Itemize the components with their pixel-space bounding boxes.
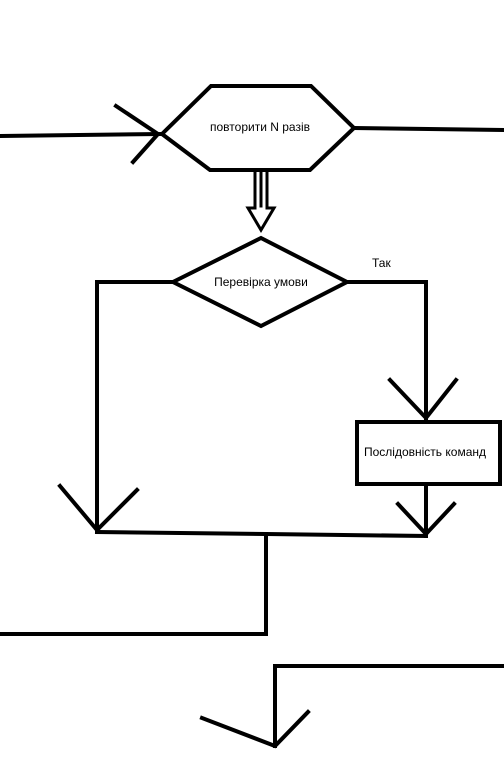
loop-label: повторити N разів <box>210 120 310 134</box>
loop-exit-line <box>351 125 504 133</box>
condition-diamond <box>168 235 352 329</box>
yes-label: Так <box>372 256 391 270</box>
loop-final-exit-arrowhead <box>199 709 311 749</box>
hollow-down-arrow <box>245 170 277 233</box>
yes-branch-line <box>345 280 428 422</box>
merge-line <box>94 529 429 539</box>
loop-back-line <box>0 532 268 636</box>
loop-entry-line <box>0 131 163 139</box>
condition-label: Перевірка умови <box>214 275 308 289</box>
action-box <box>355 420 502 486</box>
loop-hexagon <box>158 84 357 172</box>
action-label: Послідовність команд <box>364 445 486 459</box>
loop-entry-arrowhead <box>113 103 162 165</box>
yes-branch-arrowhead <box>387 377 459 422</box>
no-branch-line <box>95 280 175 534</box>
loop-final-exit-line <box>273 664 504 748</box>
